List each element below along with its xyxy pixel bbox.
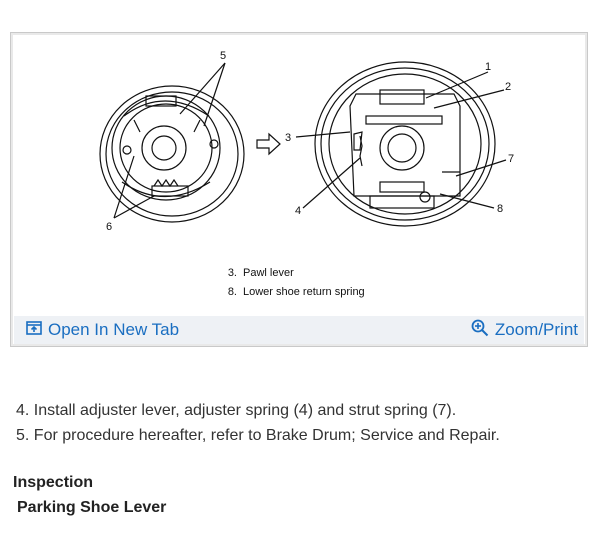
open-new-tab-icon: [26, 320, 48, 340]
subsection-heading: Parking Shoe Lever: [17, 499, 167, 516]
open-in-new-tab-button[interactable]: Open In New Tab: [26, 320, 179, 340]
diagram-area: 5 6 1 2 3 4 7 8 3. Pawl lever 8. Lower s…: [14, 36, 584, 312]
open-in-new-tab-label: Open In New Tab: [48, 320, 180, 339]
callout-2: 2: [505, 81, 511, 93]
callout-5: 5: [220, 50, 226, 62]
callout-8: 8: [497, 203, 503, 215]
section-heading: Inspection: [13, 474, 94, 491]
zoom-icon: [471, 319, 495, 342]
callout-6: 6: [106, 221, 112, 233]
callout-7: 7: [508, 153, 514, 165]
procedure-steps: 4. Install adjuster lever, adjuster spri…: [16, 398, 500, 448]
zoom-print-button[interactable]: Zoom/Print: [471, 319, 578, 342]
callout-1: 1: [485, 61, 491, 73]
step-item: 4. Install adjuster lever, adjuster spri…: [16, 402, 457, 419]
step-item: 5. For procedure hereafter, refer to Bra…: [16, 427, 500, 444]
brake-diagram: 5 6 1 2 3 4 7 8: [99, 50, 514, 233]
callout-4: 4: [295, 205, 301, 217]
figure-legend: 3. Pawl lever 8. Lower shoe return sprin…: [217, 264, 365, 302]
callout-3: 3: [285, 132, 291, 144]
left-brake-assembly: [99, 85, 245, 223]
zoom-print-label: Zoom/Print: [494, 320, 578, 339]
right-brake-assembly: [314, 61, 496, 227]
figure-card: 5 6 1 2 3 4 7 8 3. Pawl lever 8. Lower s…: [10, 32, 588, 347]
legend-item: 3. Pawl lever: [227, 267, 294, 279]
legend-item: 8. Lower shoe return spring: [227, 286, 365, 298]
figure-toolbar: Open In New Tab Zoom/Print: [14, 316, 584, 344]
